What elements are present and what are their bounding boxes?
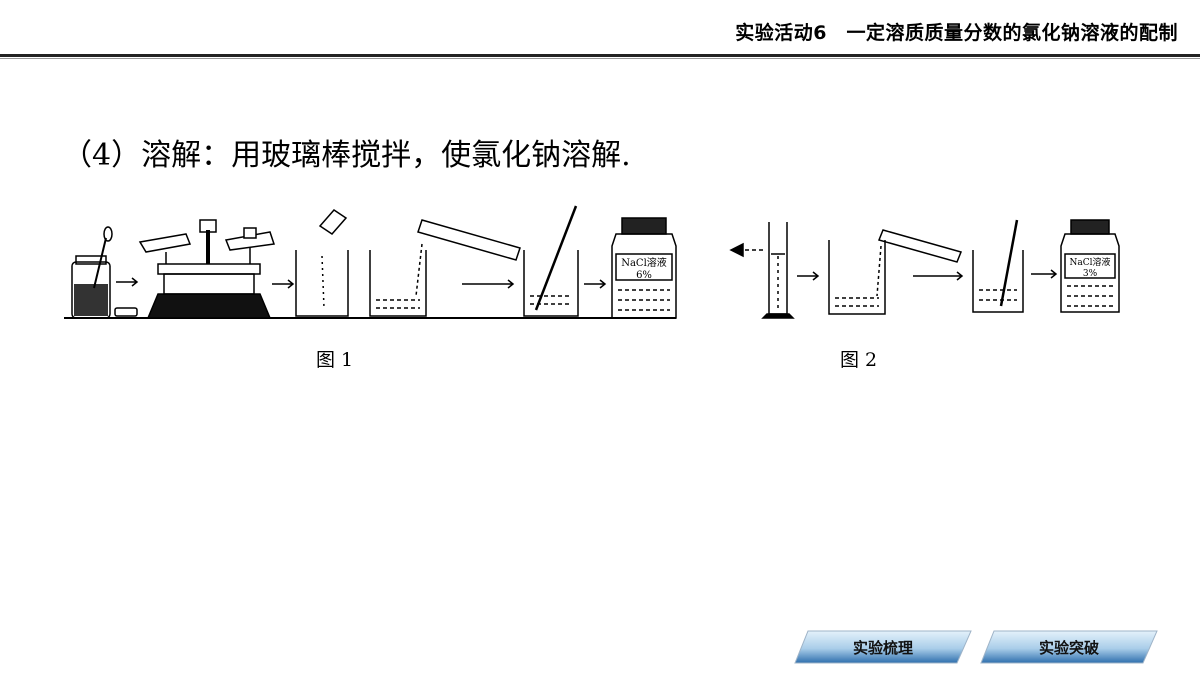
beaker-with-pour xyxy=(828,229,963,315)
beaker-stirring xyxy=(972,219,1024,313)
figure-1-caption: 图 1 xyxy=(316,349,354,371)
graduated-cylinder xyxy=(761,222,795,319)
header-rule-thin xyxy=(0,58,1200,59)
beaker-receiving-water xyxy=(369,219,521,317)
reagent-bottle-3 xyxy=(1060,219,1120,313)
nav-button-breakthrough-label: 实验突破 xyxy=(1038,638,1099,657)
balance xyxy=(138,219,275,319)
figure-2-caption: 图 2 xyxy=(840,349,878,371)
bottle-concentration-1: 6% xyxy=(636,270,652,281)
nav-button-review[interactable]: 实验梳理 xyxy=(794,630,972,664)
bottle-label-1: NaCl溶液 xyxy=(621,256,667,269)
figure-1-diagram: NaCl溶液 6% xyxy=(64,205,677,319)
bottle-concentration-2: 3% xyxy=(1083,269,1098,279)
reagent-bottle-6 xyxy=(611,217,677,319)
beaker-with-rod xyxy=(523,205,579,317)
header-title: 实验活动6 一定溶质质量分数的氯化钠溶液的配制 xyxy=(735,22,1178,44)
reagent-jar xyxy=(71,226,138,319)
bottle-label-2: NaCl溶液 xyxy=(1069,256,1110,268)
header-rule xyxy=(0,54,1200,57)
figure-2-diagram: NaCl溶液 3% xyxy=(729,219,1120,319)
button-background xyxy=(980,630,1158,664)
nav-button-breakthrough[interactable]: 实验突破 xyxy=(980,630,1158,664)
step-text: （4）溶解：用玻璃棒搅拌，使氯化钠溶解. xyxy=(62,138,631,173)
button-background xyxy=(794,630,972,664)
eye-icon xyxy=(729,242,744,258)
nav-button-review-label: 实验梳理 xyxy=(852,638,913,657)
beaker-with-solid xyxy=(295,209,349,317)
